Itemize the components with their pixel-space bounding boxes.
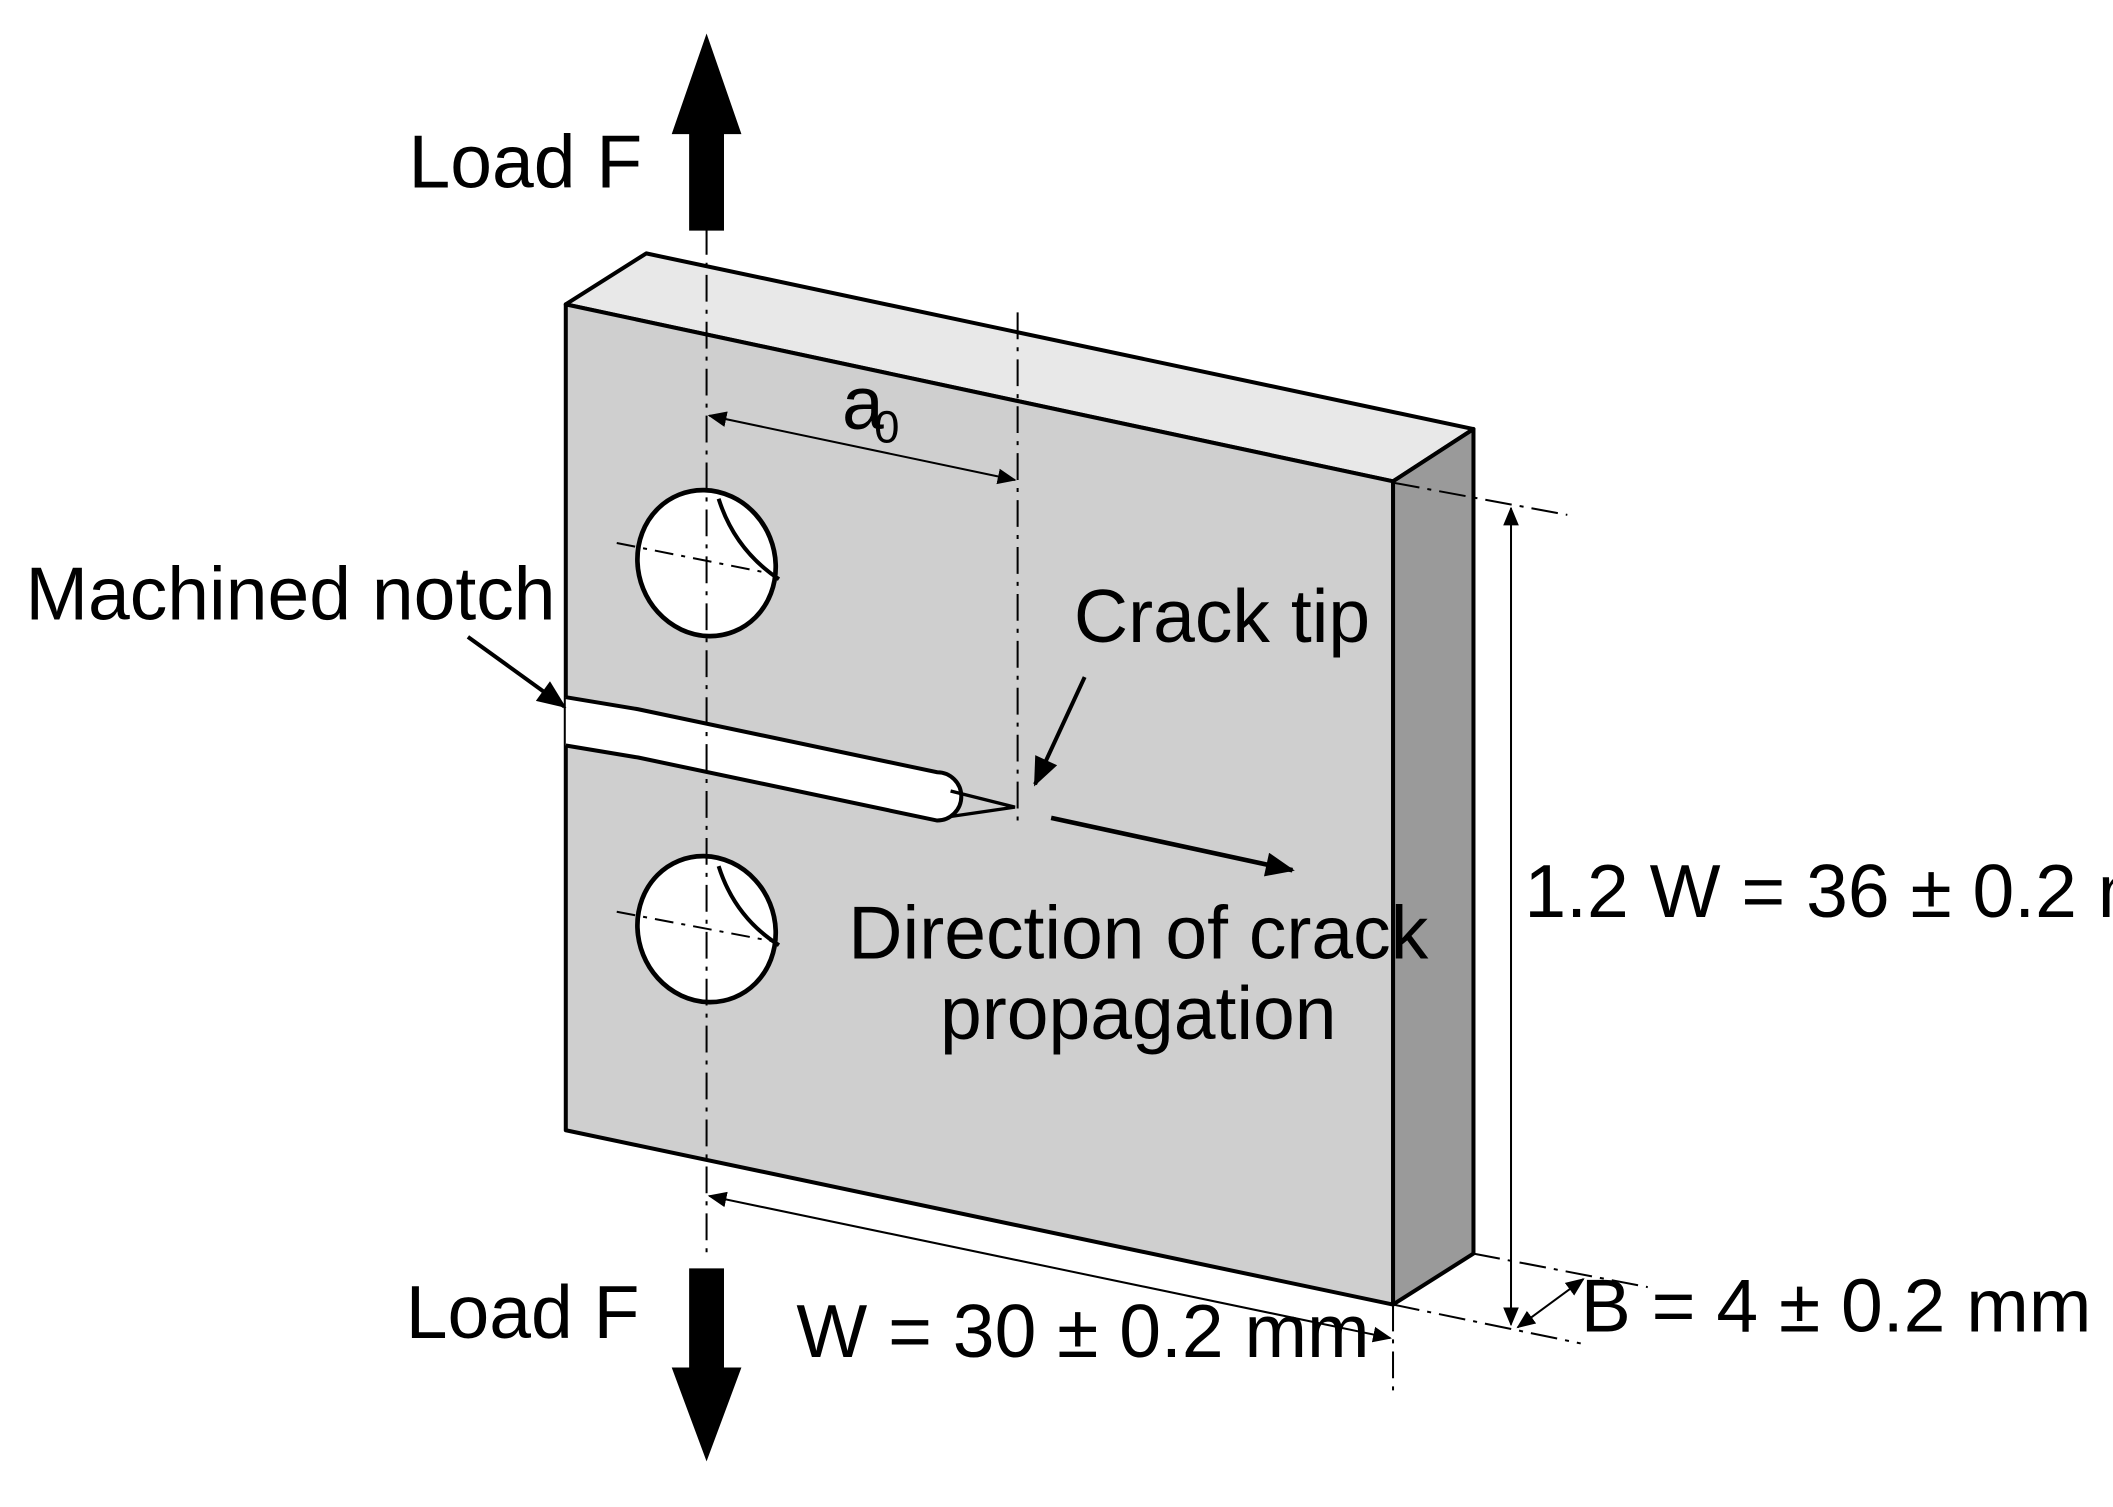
- thickness-dimension-label: B = 4 ± 0.2 mm: [1581, 1263, 2092, 1347]
- machined-notch: [565, 695, 964, 823]
- load-label-bottom: Load F: [406, 1270, 640, 1354]
- specimen-side-face: [1391, 427, 1476, 1307]
- crack-tip-leader-arrow: [1033, 676, 1087, 787]
- a0-label: a: [842, 361, 884, 445]
- crack-tip-label: Crack tip: [1074, 574, 1370, 658]
- specimen-front-face: [563, 302, 1396, 1307]
- crack-propagation-arrow: [1050, 815, 1295, 877]
- direction-label-line2: propagation: [940, 971, 1337, 1055]
- a0-label-subscript: 0: [874, 401, 899, 452]
- machined-notch-label: Machined notch: [25, 551, 555, 635]
- a0-dimension-line: [707, 411, 1017, 485]
- machined-notch-leader-arrow: [466, 635, 567, 709]
- pin-hole-bottom: [616, 853, 781, 1005]
- width-dimension-line: [707, 1191, 1392, 1343]
- height-dimension-label: 1.2 W = 36 ± 0.2 mm: [1524, 849, 2113, 933]
- load-label-top: Load F: [408, 120, 642, 204]
- thickness-dimension-line: [1516, 1278, 1585, 1329]
- load-arrow-down: [671, 1268, 742, 1462]
- load-arrow-up: [671, 33, 742, 231]
- center-lines: [705, 227, 1648, 1395]
- fatigue-crack: [950, 789, 1016, 819]
- width-dimension-label: W = 30 ± 0.2 mm: [796, 1289, 1369, 1373]
- direction-label-line1: Direction of crack: [848, 891, 1428, 975]
- specimen-block: [563, 251, 1476, 1307]
